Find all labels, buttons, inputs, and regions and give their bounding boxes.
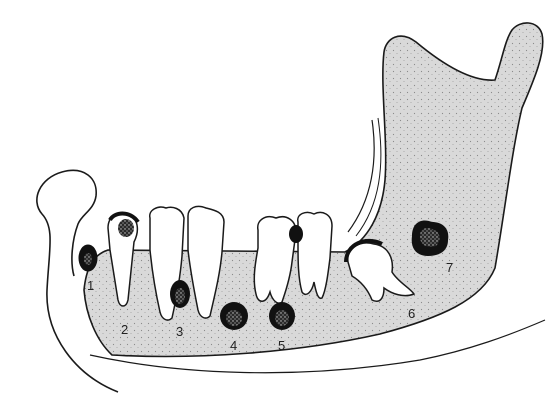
label-7: 7	[446, 260, 453, 275]
label-1: 1	[87, 278, 94, 293]
label-5: 5	[278, 338, 285, 353]
label-6: 6	[408, 306, 415, 321]
mandible-bone	[84, 23, 543, 357]
ramus-ridge	[348, 120, 374, 232]
label-3: 3	[176, 324, 183, 339]
label-2: 2	[121, 322, 128, 337]
label-4: 4	[230, 338, 237, 353]
